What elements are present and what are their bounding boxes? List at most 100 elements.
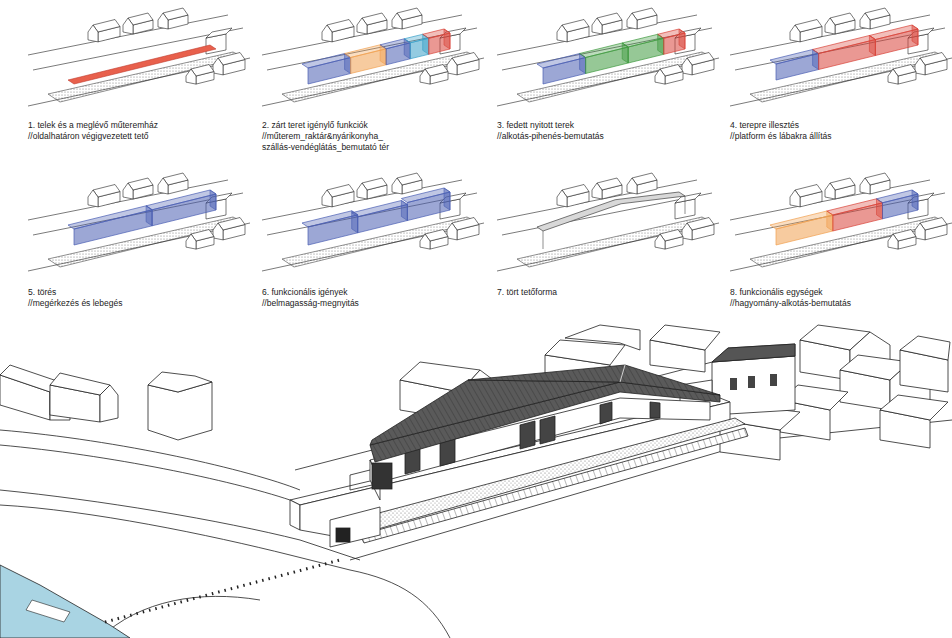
house-gable [357, 18, 367, 34]
road-line [497, 180, 697, 220]
concept-sketch [28, 173, 250, 271]
concept-sketch [28, 8, 250, 106]
house-roof [218, 218, 245, 231]
road-line [262, 180, 462, 220]
ground-line [730, 58, 952, 106]
function-volume-top [146, 190, 216, 210]
house-gable [88, 190, 98, 207]
house-gable [158, 13, 168, 29]
road-line [730, 15, 930, 55]
house-gable [392, 13, 402, 29]
caption-text: 8. funkcionális egységek [730, 287, 823, 298]
house-roof [93, 185, 120, 198]
function-volume-top [302, 54, 351, 69]
house-gable [888, 234, 898, 249]
house-gable [123, 183, 133, 199]
house-roof [452, 218, 479, 231]
house-gable [557, 190, 567, 207]
function-volume-end [444, 29, 450, 49]
caption-text: //megérkezés és lebegés [28, 298, 123, 309]
house-gable [682, 58, 692, 75]
function-volume-top [770, 211, 833, 229]
caption-text: 2. zárt teret igénylő funkciók [262, 120, 368, 131]
house-gable [888, 69, 898, 84]
house-gable [627, 178, 637, 194]
house-gable [915, 58, 925, 75]
studio-roof [206, 28, 232, 38]
concept-sketch [730, 173, 952, 271]
house-gable [655, 234, 665, 249]
house-roof [218, 53, 245, 66]
house-gable [825, 18, 835, 34]
house-roof [452, 53, 479, 66]
function-volume-top [68, 206, 152, 229]
house-roof [327, 20, 354, 33]
house-roof [562, 20, 589, 33]
house-gable [158, 178, 168, 194]
house-roof [687, 53, 714, 66]
house-roof [795, 185, 822, 198]
caption-text: 4. terepre illesztés [730, 120, 799, 131]
support-line [543, 231, 544, 249]
caption-text: 7. tört tetőforma [497, 287, 557, 298]
house-gable [322, 190, 332, 207]
function-volume-top [869, 25, 918, 40]
ground-line [262, 223, 484, 271]
house-gable [592, 183, 602, 199]
house-gable [213, 58, 223, 75]
function-volume-top [537, 54, 586, 69]
house-gable [655, 69, 665, 84]
function-volume-end [444, 188, 450, 210]
function-volume-end [912, 190, 918, 210]
caption-text: 1. telek és a meglévő műteremház [28, 120, 158, 131]
function-volume-end [210, 190, 216, 210]
roof-outline [537, 192, 685, 231]
house-gable [322, 25, 332, 42]
concept-sketch [262, 173, 484, 271]
function-volume-end [912, 25, 918, 45]
concept-sketch [730, 8, 952, 106]
house-gable [790, 25, 800, 42]
house-gable [825, 183, 835, 199]
ground-line [497, 223, 719, 271]
house-roof [687, 218, 714, 231]
caption-text: 5. törés [28, 287, 56, 298]
house-gable [392, 178, 402, 194]
function-volume-top [302, 211, 358, 227]
house-roof [920, 218, 947, 231]
concept-sketch [497, 8, 719, 106]
house-gable [357, 183, 367, 199]
house-roof [327, 185, 354, 198]
caption-text: //alkotás-pihenés-bemutatás [497, 131, 604, 142]
caption-text: //műterem_raktár&nyárikonyha_ szállás-ve… [262, 131, 412, 152]
house-gable [123, 18, 133, 34]
house-gable [88, 25, 98, 42]
house-gable [557, 25, 567, 42]
path-band [48, 52, 243, 102]
house-gable [213, 223, 223, 240]
house-gable [447, 58, 457, 75]
function-volume-top [401, 188, 450, 203]
caption-text: //platform és lábakra állítás [730, 131, 832, 142]
house-gable [682, 223, 692, 240]
function-volume-end [401, 201, 407, 221]
house-gable [915, 223, 925, 240]
house-gable [447, 223, 457, 240]
function-volume-top [352, 201, 408, 217]
support-line [685, 196, 686, 214]
house-gable [790, 190, 800, 207]
caption-text: //hagyomány-alkotás-bemutatás [730, 298, 851, 309]
function-volume-end [679, 29, 685, 49]
function-volume-top [580, 43, 629, 58]
house-gable [627, 13, 637, 29]
house-roof [920, 53, 947, 66]
house-gable [186, 69, 196, 84]
concept-sketch [262, 8, 484, 106]
house-gable [592, 18, 602, 34]
concept-sketch [497, 173, 719, 271]
ground-line [28, 223, 250, 271]
house-gable [420, 69, 430, 84]
house-roof [795, 20, 822, 33]
